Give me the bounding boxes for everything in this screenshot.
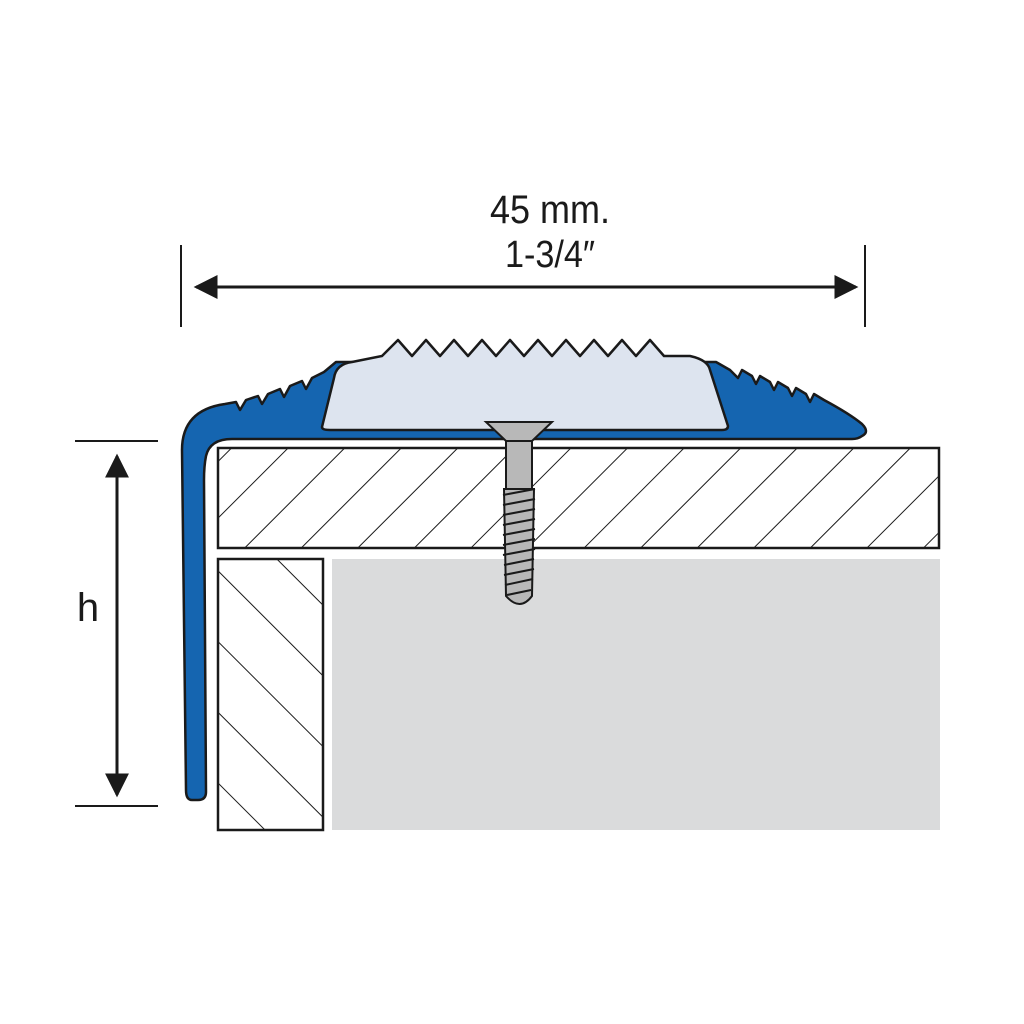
hatched-tread-board bbox=[216, 446, 941, 550]
height-dimension bbox=[75, 440, 158, 807]
width-mm-label: 45 mm. bbox=[489, 188, 611, 232]
screw-thread bbox=[502, 488, 536, 605]
grey-substrate bbox=[332, 559, 940, 830]
width-dimension bbox=[180, 245, 866, 327]
screw-thread-lines bbox=[502, 488, 536, 596]
anti-slip-insert bbox=[320, 338, 730, 432]
width-inch-label: 1-3/4″ bbox=[504, 234, 596, 276]
blue-stair-nosing-profile bbox=[180, 360, 868, 802]
height-label: h bbox=[76, 586, 100, 630]
hatched-riser-board bbox=[216, 557, 325, 832]
countersunk-screw bbox=[483, 421, 555, 605]
screw-shank bbox=[505, 440, 533, 490]
